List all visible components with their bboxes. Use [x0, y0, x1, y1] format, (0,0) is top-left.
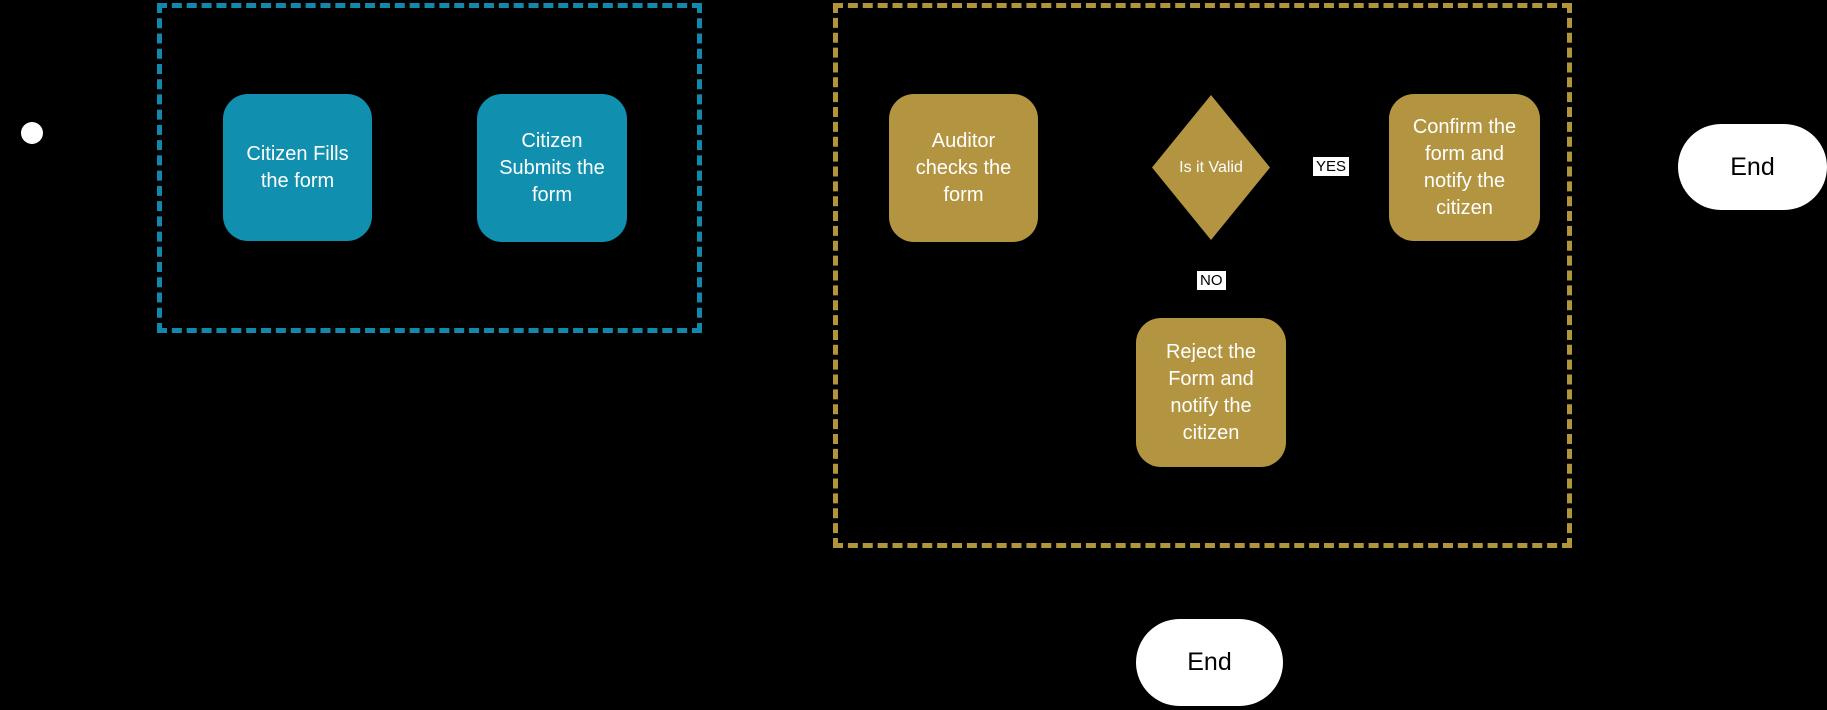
- edge-label-yes[interactable]: YES: [1313, 157, 1350, 177]
- task-auditor-checks-form[interactable]: Auditor checks the form: [889, 94, 1038, 242]
- task-reject-and-notify-label: Reject the Form and notify the citizen: [1165, 340, 1257, 444]
- task-citizen-submits-form-label: Citizen Submits the form: [499, 129, 605, 206]
- task-confirm-and-notify-label: Confirm the form and notify the citizen: [1412, 115, 1517, 219]
- auditor-lane[interactable]: [833, 3, 1572, 548]
- task-confirm-and-notify[interactable]: Confirm the form and notify the citizen: [1389, 94, 1540, 241]
- task-reject-and-notify[interactable]: Reject the Form and notify the citizen: [1136, 318, 1286, 467]
- task-citizen-fills-form[interactable]: Citizen Fills the form: [223, 94, 372, 241]
- edge-label-no[interactable]: NO: [1197, 271, 1226, 291]
- task-auditor-checks-form-label: Auditor checks the form: [915, 129, 1012, 206]
- gateway-is-it-valid-label: Is it Valid: [1179, 158, 1243, 176]
- citizen-lane[interactable]: [157, 3, 702, 333]
- end-event-right-label: End: [1730, 152, 1775, 181]
- end-event-bottom[interactable]: End: [1136, 619, 1283, 706]
- task-citizen-fills-form-label: Citizen Fills the form: [246, 142, 349, 192]
- start-event-circle[interactable]: [21, 122, 43, 144]
- end-event-bottom-label: End: [1187, 648, 1232, 676]
- end-event-right[interactable]: End: [1678, 124, 1827, 210]
- task-citizen-submits-form[interactable]: Citizen Submits the form: [477, 94, 627, 242]
